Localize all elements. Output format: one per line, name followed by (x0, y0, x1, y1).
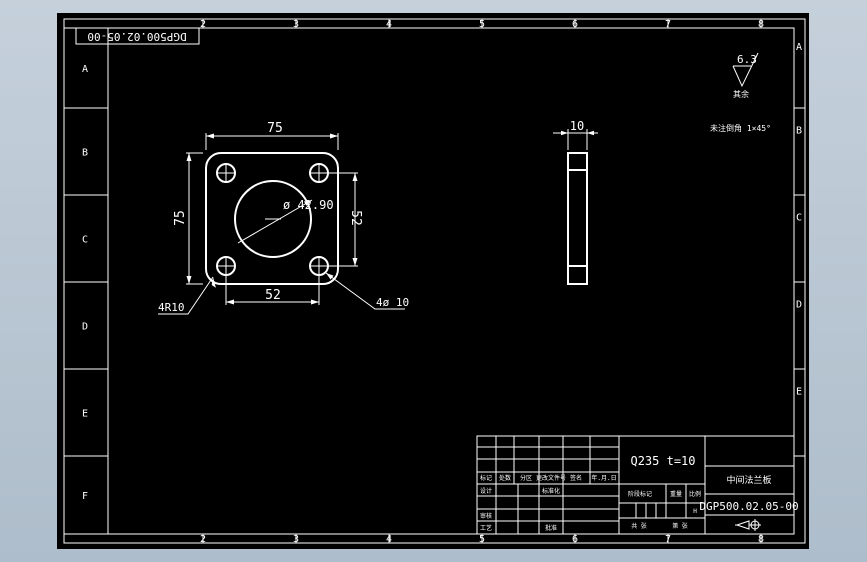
title-role-label: 工艺 (480, 524, 492, 532)
zone-label-bottom: 8 (758, 534, 764, 545)
drawing-number-upside-down: DGP500.02.05-00 (87, 30, 186, 43)
side-view (553, 129, 598, 285)
projection-symbol-cross (749, 519, 761, 531)
surface-finish-symbol (732, 52, 759, 88)
title-header-label: 分区 (520, 474, 532, 482)
zone-label-right: C (796, 213, 802, 224)
bore-dim-text: ø 42.90 (283, 198, 334, 212)
center-bore (234, 180, 312, 258)
zone-label-top: 3 (293, 19, 299, 30)
corner-radius-text: 4R10 (158, 301, 185, 314)
title-header-label: 签名 (570, 474, 582, 482)
height-dim-text: 75 (173, 210, 188, 226)
zone-label-top: 7 (665, 19, 671, 30)
zone-label-left: E (82, 409, 88, 420)
thickness-dim-text: 10 (570, 119, 584, 133)
title-role-label: 标准化 (542, 487, 560, 495)
side-dimension-arrows (561, 130, 594, 136)
zone-label-top: 6 (572, 19, 578, 30)
title-block-middle (619, 483, 705, 519)
hole-center-marks (216, 163, 329, 276)
title-sheet-label: 第 张 (672, 522, 688, 530)
zone-label-bottom: 6 (572, 534, 578, 545)
drawing-number-stamp: DGP500.02.05-00 (75, 27, 200, 45)
title-block-grid (477, 436, 619, 534)
outer-border (63, 18, 806, 544)
zone-label-right: E (796, 387, 802, 398)
title-sheet-label: 共 张 (631, 522, 647, 530)
zone-label-bottom: 2 (200, 534, 206, 545)
title-header-label: 更改文件号 (536, 474, 566, 482)
material-text: Q235 t=10 (630, 454, 695, 468)
title-header-label: 年.月.日 (591, 474, 616, 482)
zone-label-top: 4 (386, 19, 392, 30)
inner-border (107, 27, 795, 535)
title-stage-label: 比例 (689, 490, 701, 498)
zone-label-left: B (82, 148, 88, 159)
surface-finish-value: 6.3 (737, 53, 757, 66)
bore-diameter-leader (237, 199, 313, 244)
zone-label-left: F (82, 491, 88, 502)
title-stage-label: 阶段标记 (628, 490, 652, 498)
title-role-label: 批准 (545, 524, 557, 532)
zone-label-left: A (82, 64, 88, 75)
width-dim-text: 75 (267, 121, 283, 136)
title-block-frame (476, 435, 795, 535)
zone-label-bottom: 7 (665, 534, 671, 545)
part-name-text: 中间法兰板 (726, 474, 771, 486)
drawing-frame (63, 18, 806, 544)
hole-spacing-v-text: 52 (348, 210, 363, 226)
plate-outline (205, 152, 339, 285)
surface-finish-label: 其余 (733, 89, 749, 99)
title-block (476, 435, 795, 535)
zone-label-top: 5 (479, 19, 485, 30)
stage-letter: H (693, 508, 697, 515)
dimension-arrows (186, 133, 358, 305)
hidden-hole-lines (568, 169, 587, 267)
zone-label-bottom: 4 (386, 534, 392, 545)
zone-label-left: D (82, 322, 88, 333)
zone-label-top: 2 (200, 19, 206, 30)
zone-label-right: A (796, 42, 802, 53)
zone-label-bottom: 3 (293, 534, 299, 545)
zone-label-right: B (796, 126, 802, 137)
tech-note: 未注倒角 1×45° (710, 123, 771, 133)
title-role-label: 设计 (480, 487, 492, 495)
holes-leader (325, 272, 405, 310)
drawing-number-text: DGP500.02.05-00 (699, 500, 798, 513)
zone-label-right: D (796, 300, 802, 311)
title-block-right (705, 465, 794, 516)
title-block-labels: 标记处数 分区更改文件号签名 年.月.日设计 标准化审核工艺 批准 阶段标记 重量比例 H 共 … (480, 474, 701, 532)
hole-spacing-h-text: 52 (265, 288, 281, 303)
title-stage-label: 重量 (670, 490, 682, 498)
stamp-box (75, 27, 200, 45)
zone-label-bottom: 5 (479, 534, 485, 545)
title-header-label: 处数 (499, 474, 511, 482)
title-role-label: 审核 (480, 512, 492, 520)
zone-label-left: C (82, 235, 88, 246)
front-view (158, 133, 405, 315)
title-header-label: 标记 (480, 474, 492, 482)
holes-note-text: 4ø 10 (376, 296, 409, 309)
drawing-paper (57, 13, 809, 549)
side-profile (567, 152, 588, 285)
corner-radius-leader (158, 276, 214, 315)
zone-label-top: 8 (758, 19, 764, 30)
